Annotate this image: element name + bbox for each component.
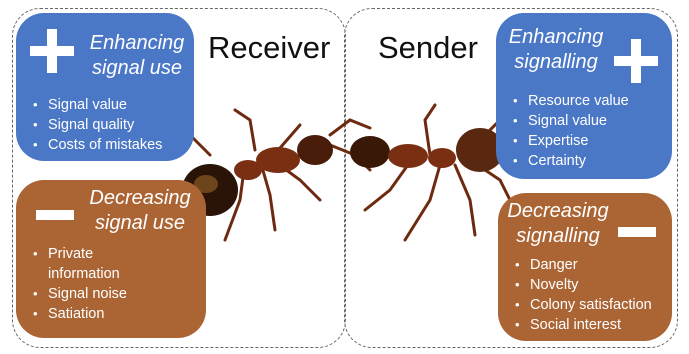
minus-icon [618,227,656,237]
title-line-1: Enhancing [89,32,185,54]
receiver-panel [12,8,346,348]
list-item-continuation: information [48,266,120,282]
title-line-2: signalling [514,51,598,73]
sender-panel [344,8,678,348]
title-line-1: Decreasing [507,200,609,222]
list-item: Resource value [510,91,629,111]
minus-icon [36,210,74,220]
decreasing-signalling-list: Danger Novelty Colony satisfaction Socia… [512,255,652,335]
ant-illustration [173,103,517,242]
list-item: Certainty [510,151,629,171]
sender-heading: Sender [378,30,478,65]
title-line-1: Enhancing [508,26,604,48]
list-item: Satiation [30,304,127,324]
list-item: Novelty [512,275,652,295]
enhancing-signalling-title: Enhancing signalling [506,25,606,75]
enhancing-signal-use-title: Enhancing signal use [82,31,192,81]
receiver-heading: Receiver [208,30,331,65]
enhancing-signal-use-box: Enhancing signal use Signal value Signal… [16,13,194,161]
list-item: Signal value [30,95,162,115]
plus-icon [30,29,74,73]
list-item: Signal value [510,111,629,131]
list-item: Private [30,244,127,264]
decreasing-signal-use-list: Private information Signal noise Satiati… [30,244,127,324]
decreasing-signalling-title: Decreasing signalling [506,199,610,249]
list-item: information [30,264,127,284]
title-line-2: signalling [516,225,600,247]
enhancing-signalling-list: Resource value Signal value Expertise Ce… [510,91,629,171]
list-item: Expertise [510,131,629,151]
list-item: Social interest [512,315,652,335]
plus-icon [614,39,658,83]
title-line-2: signal use [94,212,186,234]
decreasing-signal-use-title: Decreasing signal use [76,186,204,236]
list-item: Costs of mistakes [30,135,162,155]
list-item: Colony satisfaction [512,295,652,315]
list-item: Danger [512,255,652,275]
decreasing-signal-use-box: Decreasing signal use Private informatio… [16,180,206,338]
title-line-1: Decreasing [89,187,191,209]
list-item: Signal quality [30,115,162,135]
list-item: Signal noise [30,284,127,304]
enhancing-signalling-box: Enhancing signalling Resource value Sign… [496,13,672,179]
decreasing-signalling-box: Decreasing signalling Danger Novelty Col… [498,193,672,341]
title-line-2: signal use [91,57,183,79]
enhancing-signal-use-list: Signal value Signal quality Costs of mis… [30,95,162,155]
